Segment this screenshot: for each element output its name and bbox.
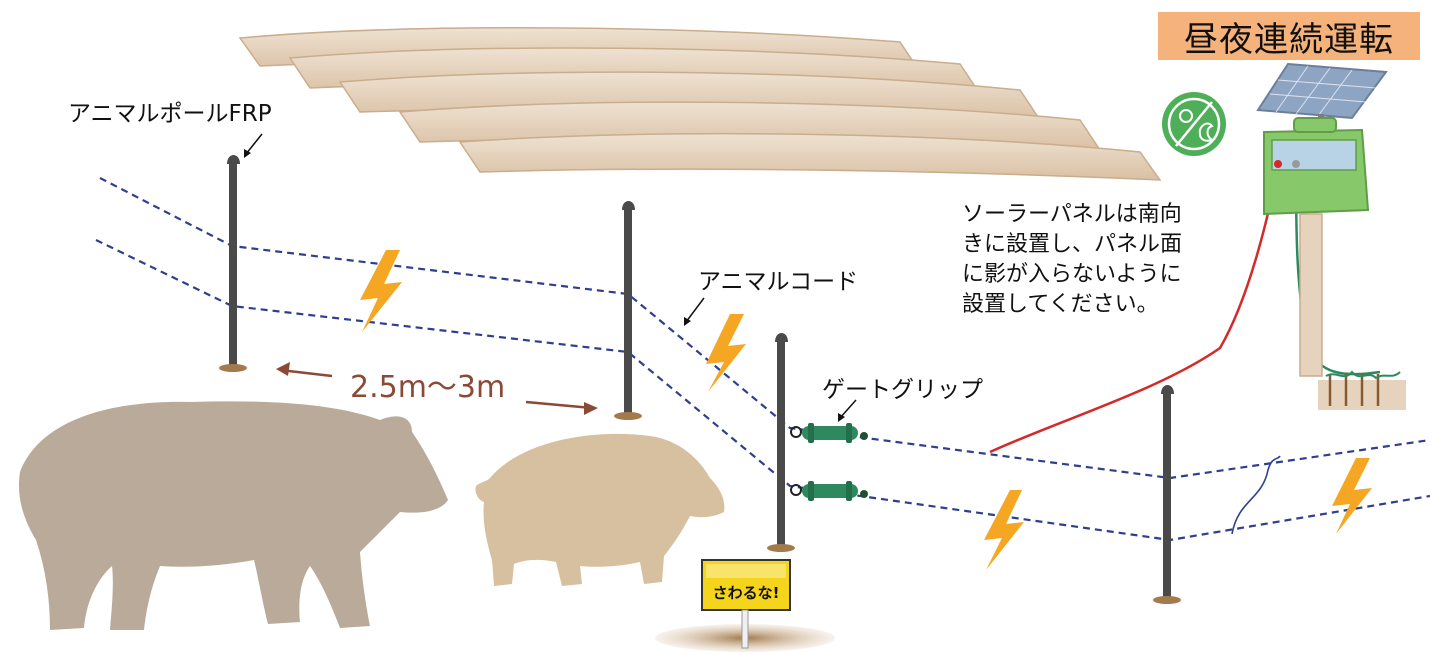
poles [219,155,1181,604]
boar-silhouette [475,433,725,586]
note-line: に影が入らないように [962,262,1182,287]
lightning-icon [1332,458,1372,534]
day-night-badge: 昼夜連続運転 [1158,12,1420,60]
lightning-icons [360,250,1372,570]
bear-silhouette [18,401,449,630]
grip-label: ゲートグリップ [822,377,983,403]
day-night-icon [1162,92,1226,156]
ground-rods [1318,370,1406,410]
field-rows [238,27,1162,181]
gate-grip-upper [790,423,868,443]
note-line: ソーラーパネルは南向 [962,202,1182,227]
distance-label: 2.5m〜3m [350,370,506,405]
pole-1 [219,155,247,372]
distance-arrow [276,362,598,415]
note-line: 設置してください。 [962,292,1159,317]
label-pointers [244,133,857,422]
energizer-box [1263,117,1370,377]
solar-note: ソーラーパネルは南向 きに設置し、パネル面 に影が入らないように 設置してくださ… [962,200,1242,320]
energizer-lead-red [989,165,1280,454]
gate-grip-lower [790,481,868,501]
pole-4 [1153,385,1181,604]
note-line: きに設置し、パネル面 [962,232,1183,257]
cord-label: アニマルコード [698,269,859,295]
solar-panel-icon [1256,62,1388,132]
pole-3 [767,333,795,552]
lightning-icon [706,314,746,392]
warning-sign-icon [701,559,791,649]
pole-label: アニマルポールFRP [68,101,272,127]
lightning-icon [360,250,402,332]
gate-grips [790,423,868,501]
slack-wire [1231,455,1281,535]
sign-text: さわるな! [713,584,780,602]
lightning-icon [984,490,1024,570]
sign-text-layer: さわるな! [713,584,780,602]
pole-2 [614,201,642,420]
